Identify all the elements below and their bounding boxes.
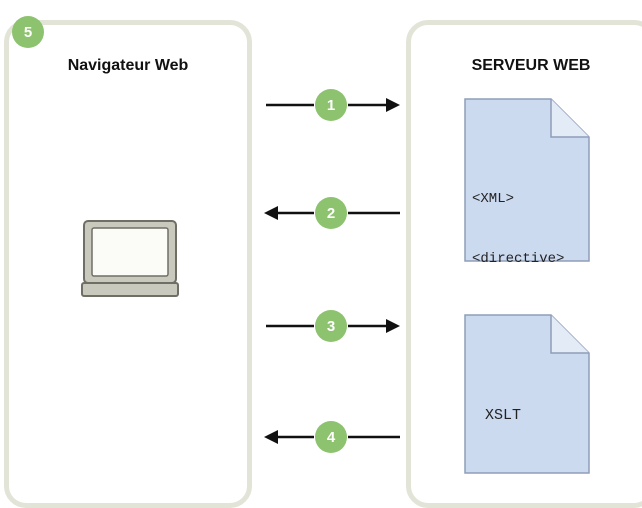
right-arrow-icon bbox=[266, 319, 400, 333]
left-arrow-icon bbox=[264, 430, 400, 444]
step-2-badge: 2 bbox=[315, 197, 347, 229]
browser-title: Navigateur Web bbox=[67, 57, 189, 74]
arrow-step-1: 1 bbox=[262, 88, 402, 122]
left-arrow-icon bbox=[264, 206, 400, 220]
doc1-line-1: <XML> bbox=[472, 191, 515, 207]
browser-panel: Navigateur Web bbox=[4, 20, 252, 508]
doc1-line-2: <directive> bbox=[472, 251, 565, 267]
arrow-step-4: 4 bbox=[262, 420, 402, 454]
xml-document-icon bbox=[464, 98, 590, 262]
xslt-document-text: XSLT bbox=[485, 366, 521, 446]
arrow-step-2: 2 bbox=[262, 196, 402, 230]
xml-document-text: <XML> <directive> bbox=[472, 149, 564, 289]
xslt-document-icon bbox=[464, 314, 590, 474]
laptop-icon bbox=[81, 220, 179, 297]
step-1-badge: 1 bbox=[315, 89, 347, 121]
step-4-badge: 4 bbox=[315, 421, 347, 453]
right-arrow-icon bbox=[266, 98, 400, 112]
step-3-badge: 3 bbox=[315, 310, 347, 342]
server-title: SERVEUR WEB bbox=[471, 57, 591, 74]
step-5-badge: 5 bbox=[12, 16, 44, 48]
arrow-step-3: 3 bbox=[262, 309, 402, 343]
doc2-line-1: XSLT bbox=[485, 407, 522, 424]
